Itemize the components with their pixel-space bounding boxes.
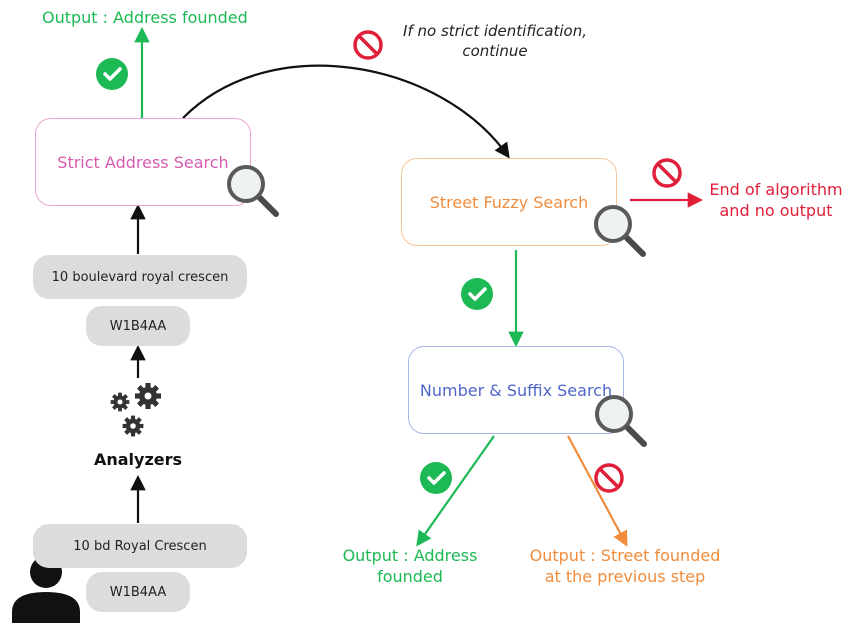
- analyzed-address-pill: 10 boulevard royal crescen: [33, 255, 247, 299]
- out-street-line2: at the previous step: [544, 566, 706, 586]
- analyzed-address-text: 10 boulevard royal crescen: [51, 269, 229, 285]
- output-address-label: Output : Address founded: [42, 8, 248, 27]
- end-label-line2: and no output: [719, 200, 833, 220]
- out-address-line1: Output : Address: [342, 546, 478, 565]
- strict-note-line2: continue: [462, 41, 528, 60]
- analyzed-postcode-text: W1B4AA: [109, 318, 167, 334]
- magnifier-icon: [590, 390, 650, 450]
- arrow-number-to-address: [416, 435, 495, 547]
- input-postcode-text: W1B4AA: [109, 584, 167, 600]
- strict-note-line1: If no strict identification,: [403, 22, 587, 40]
- input-address-pill: 10 bd Royal Crescen: [33, 524, 247, 568]
- analyzers-label: Analyzers: [93, 450, 183, 469]
- number-suffix-search-label: Number & Suffix Search: [419, 380, 613, 400]
- output-street-founded-label: Output : Street founded at the previous …: [520, 546, 730, 588]
- arrow-strict-to-fuzzy: [182, 64, 510, 159]
- no-entry-icon: [353, 30, 383, 60]
- strict-note: If no strict identification, continue: [400, 22, 590, 61]
- out-address-line2: founded: [377, 566, 443, 586]
- arrow-number-to-street: [567, 435, 628, 547]
- strict-address-search-box: Strict Address Search: [35, 118, 251, 206]
- no-entry-icon: [652, 158, 682, 188]
- no-entry-icon: [594, 463, 624, 493]
- check-icon: [459, 276, 495, 312]
- magnifier-icon: [222, 160, 282, 220]
- gears-icon: [110, 383, 161, 437]
- check-icon: [94, 56, 130, 92]
- street-fuzzy-search-label: Street Fuzzy Search: [429, 192, 589, 212]
- strict-address-search-label: Strict Address Search: [57, 152, 229, 172]
- street-fuzzy-search-box: Street Fuzzy Search: [401, 158, 617, 246]
- input-postcode-pill: W1B4AA: [86, 572, 190, 612]
- analyzed-postcode-pill: W1B4AA: [86, 306, 190, 346]
- input-address-text: 10 bd Royal Crescen: [73, 538, 207, 554]
- output-address-founded-label: Output : Address founded: [340, 546, 480, 588]
- magnifier-icon: [589, 200, 649, 260]
- end-of-algorithm-label: End of algorithm and no output: [706, 180, 846, 222]
- out-street-line1: Output : Street founded: [529, 546, 721, 565]
- check-icon: [418, 460, 454, 496]
- number-suffix-search-box: Number & Suffix Search: [408, 346, 624, 434]
- end-label-line1: End of algorithm: [709, 180, 843, 199]
